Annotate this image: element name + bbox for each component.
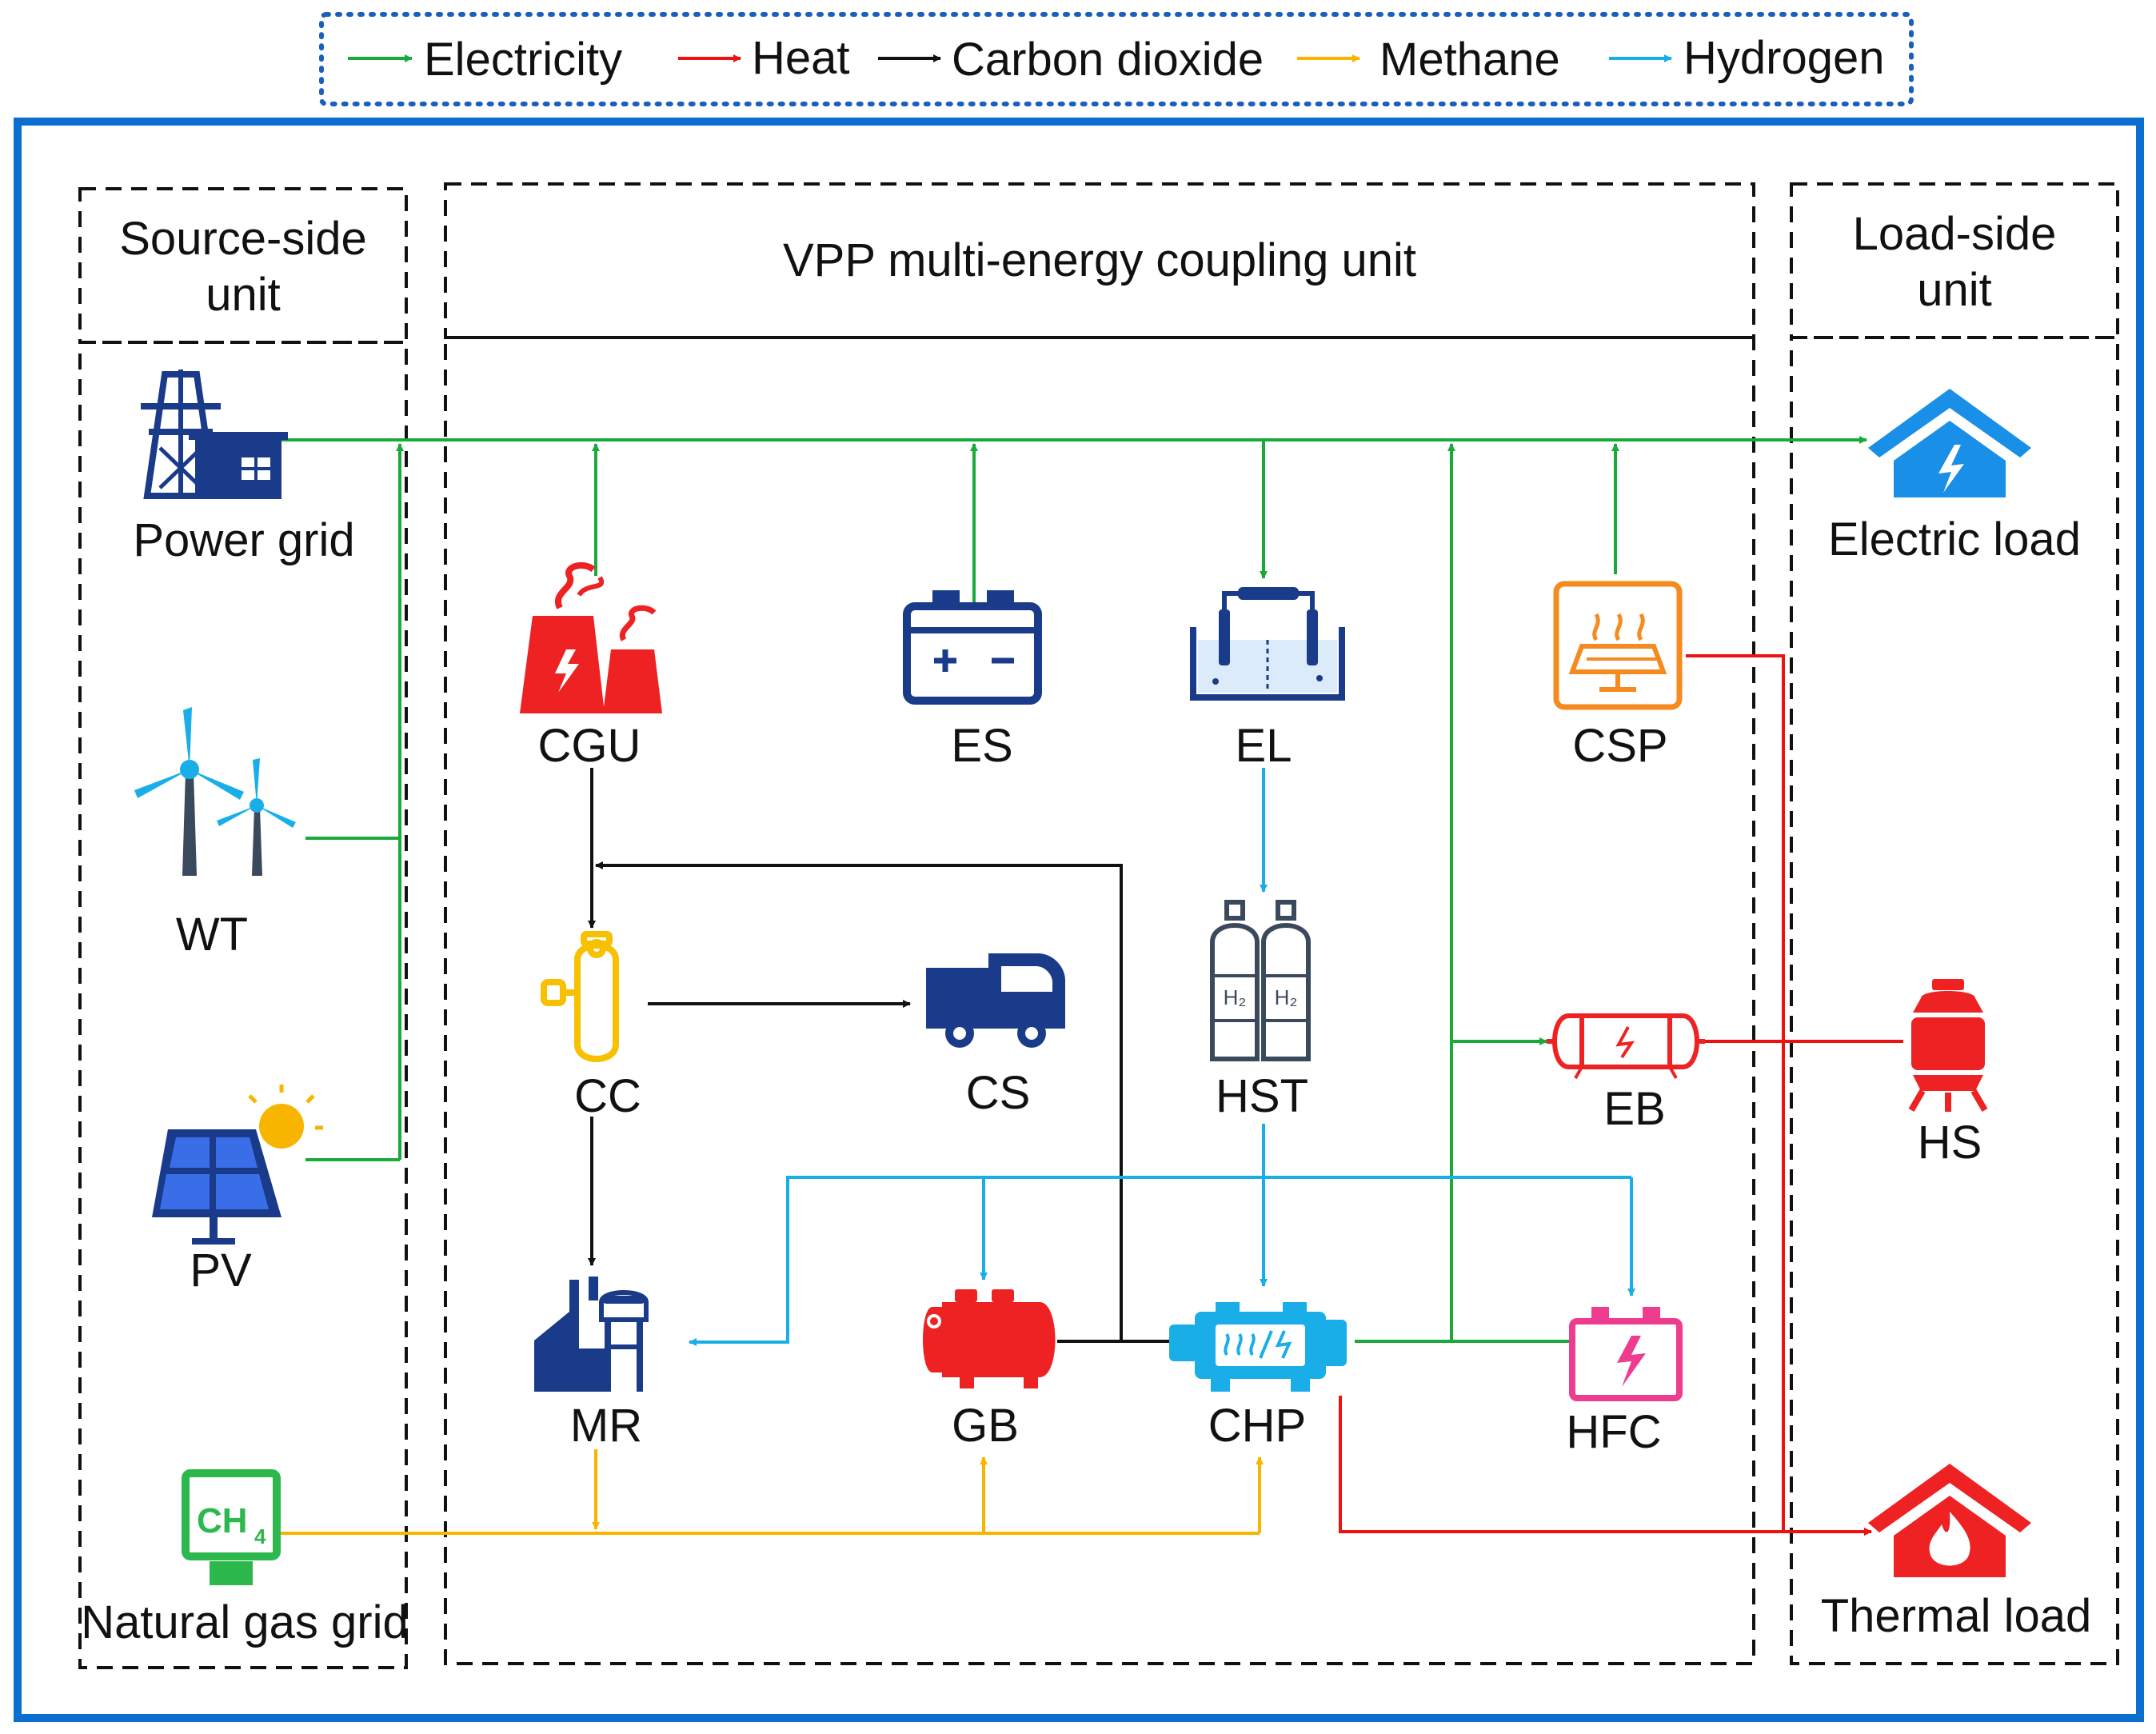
methane-flows <box>280 1449 1264 1535</box>
electric-load-label: Electric load <box>1828 513 2081 565</box>
legend-label-methane: Methane <box>1379 34 1560 86</box>
carbon-capture-tank-icon <box>541 931 619 1062</box>
hydrogen-flows <box>689 768 1635 1346</box>
legend-border <box>319 12 1914 106</box>
cs-label: CS <box>966 1067 1031 1119</box>
heat-storage-tank-icon <box>1908 979 1988 1113</box>
pv-panel-icon <box>152 1085 323 1245</box>
h2-tank-label-1: H₂ <box>1224 985 1247 1009</box>
es-label: ES <box>951 720 1012 772</box>
thermal-load-label: Thermal load <box>1821 1590 2091 1642</box>
cgu-label: CGU <box>538 720 641 772</box>
vpp-panel <box>444 182 1755 1665</box>
outer-frame <box>14 118 2144 1722</box>
heat-flows <box>1339 654 1903 1536</box>
load-side-panel <box>1790 182 2119 1665</box>
carbon-dioxide-flows <box>588 768 1169 1343</box>
cc-label: CC <box>574 1070 641 1122</box>
ch4-icon-subscript: 4 <box>254 1524 266 1548</box>
thermal-load-house-icon <box>1868 1464 2031 1577</box>
source-side-panel <box>78 187 408 1669</box>
hst-label: HST <box>1216 1070 1308 1122</box>
source-panel-title-line2: unit <box>206 269 281 321</box>
electric-boiler-icon <box>1547 1013 1705 1079</box>
legend-heat: Heat <box>678 32 850 84</box>
gas-boiler-icon <box>923 1289 1056 1388</box>
energy-storage-battery-icon <box>903 590 1042 705</box>
gb-label: GB <box>952 1400 1019 1452</box>
el-label: EL <box>1236 720 1292 772</box>
legend-label-electricity: Electricity <box>424 34 622 86</box>
h2-tank-label-2: H₂ <box>1275 985 1298 1009</box>
natural-gas-grid-label: Natural gas grid <box>81 1596 408 1648</box>
legend: Electricity Heat Carbon dioxide Methane … <box>319 12 1914 106</box>
hydrogen-storage-tank-icon: H₂ H₂ <box>1210 900 1311 1061</box>
eb-label: EB <box>1603 1083 1665 1135</box>
chp-label: CHP <box>1208 1400 1306 1452</box>
wt-label: WT <box>176 909 248 961</box>
coal-generation-unit-icon <box>520 561 662 713</box>
legend-label-carbon-dioxide: Carbon dioxide <box>952 34 1264 86</box>
hydrogen-fuel-cell-icon <box>1569 1307 1683 1401</box>
concentrating-solar-power-icon <box>1553 581 1683 710</box>
power-grid-icon <box>141 370 288 499</box>
legend-hydrogen: Hydrogen <box>1609 32 1884 84</box>
legend-electricity: Electricity <box>348 34 622 86</box>
wind-turbine-icon <box>134 707 296 876</box>
csp-label: CSP <box>1572 720 1667 772</box>
electrolyzer-icon <box>1190 587 1345 701</box>
methane-reactor-icon <box>534 1277 649 1392</box>
load-panel-title-line1: Load-side <box>1853 208 2057 260</box>
carbon-storage-truck-icon <box>926 953 1065 1048</box>
ch4-icon-text: CH <box>197 1501 248 1540</box>
natural-gas-grid-icon: CH 4 <box>182 1469 281 1585</box>
hs-label: HS <box>1918 1117 1982 1169</box>
load-panel-title-line2: unit <box>1917 264 1992 316</box>
vpp-panel-title: VPP multi-energy coupling unit <box>783 234 1416 286</box>
legend-label-heat: Heat <box>752 32 850 84</box>
pv-label: PV <box>190 1245 252 1297</box>
source-panel-title-line1: Source-side <box>119 213 366 265</box>
hfc-label: HFC <box>1566 1406 1661 1458</box>
electric-load-house-icon <box>1868 389 2031 497</box>
legend-label-hydrogen: Hydrogen <box>1683 32 1884 84</box>
electricity-flows <box>278 436 1867 1343</box>
chp-engine-icon <box>1169 1302 1347 1392</box>
legend-carbon-dioxide: Carbon dioxide <box>878 34 1264 86</box>
power-grid-label: Power grid <box>133 514 354 566</box>
legend-methane: Methane <box>1297 34 1560 86</box>
mr-label: MR <box>570 1400 642 1452</box>
